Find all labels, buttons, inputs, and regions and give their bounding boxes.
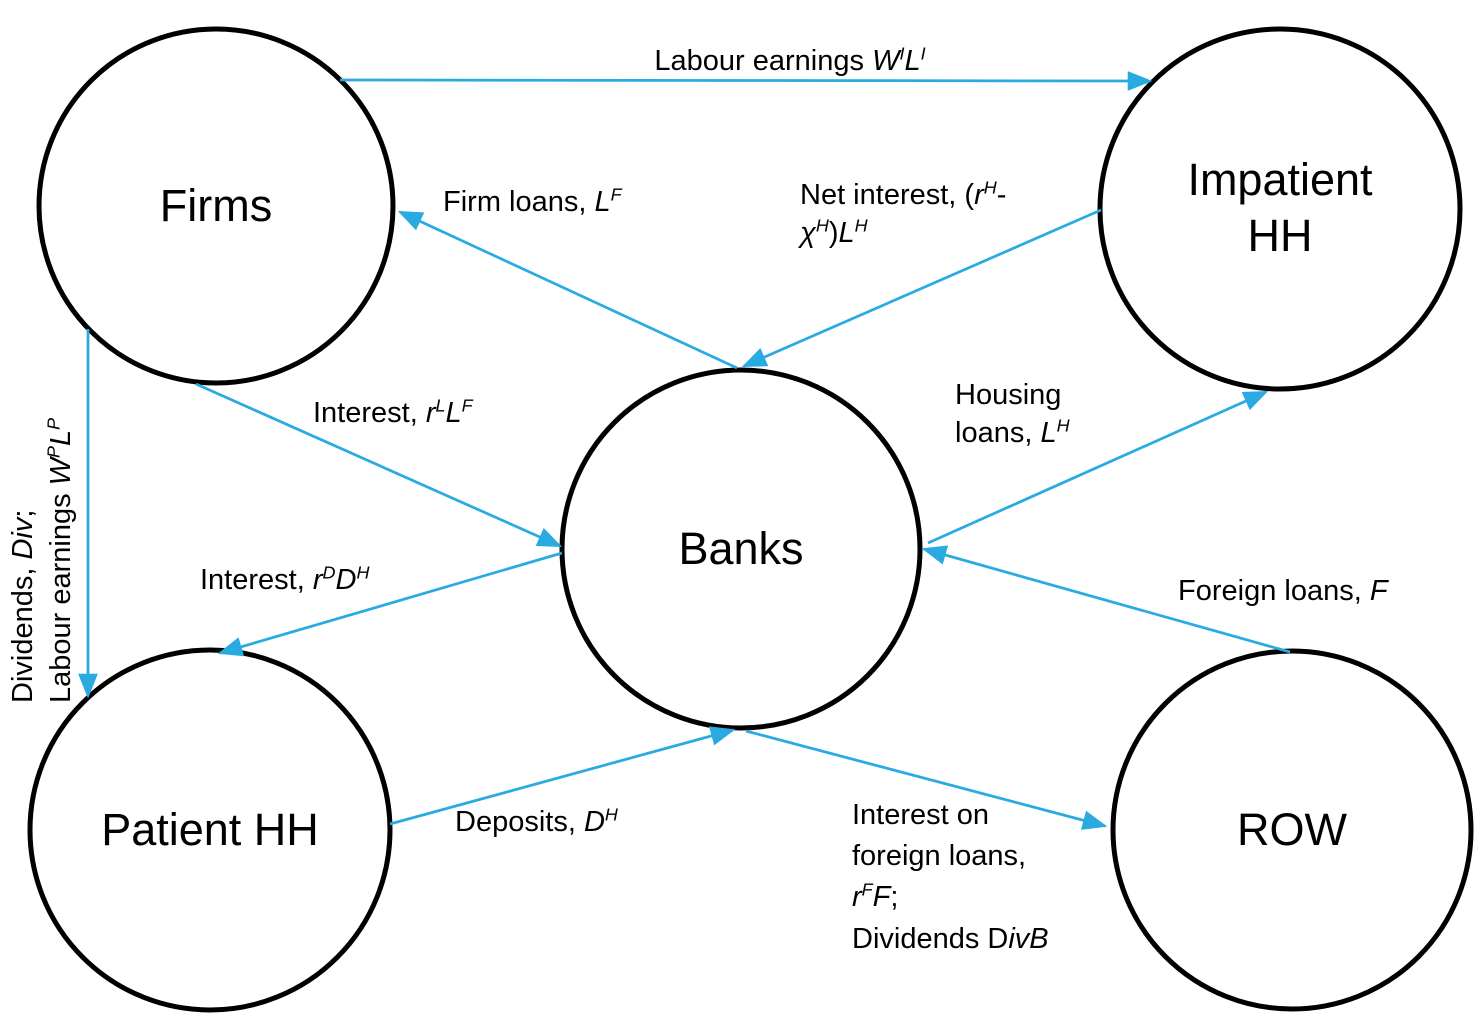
edge-interest-deposits bbox=[217, 551, 563, 657]
patient-hh-circle bbox=[27, 647, 393, 1013]
interest-deposits-label: Interest, rDDH bbox=[200, 562, 370, 596]
banks-node-label: Banks bbox=[678, 523, 804, 574]
patient-hh-node-label: Patient HH bbox=[101, 804, 319, 855]
edge-deposits bbox=[389, 726, 736, 826]
impatient-hh-node-label: Impatient HH bbox=[1187, 154, 1373, 262]
firms-circle bbox=[36, 26, 396, 386]
edge-interest-firm bbox=[195, 382, 563, 548]
edge-labour-earnings bbox=[339, 71, 1153, 91]
edge-net-interest bbox=[741, 208, 1102, 368]
foreign-loans-label: Foreign loans, F bbox=[1178, 575, 1388, 607]
banks-circle bbox=[559, 367, 923, 731]
edge-foreign-loans bbox=[921, 545, 1291, 654]
firms-node-label: Firms bbox=[159, 180, 273, 231]
labour-earnings-label: Labour earnings WILI bbox=[654, 43, 926, 77]
interest-firm-label: Interest, rLLF bbox=[313, 395, 473, 429]
row-node-label: ROW bbox=[1237, 804, 1347, 855]
edge-interest-foreign bbox=[745, 729, 1108, 830]
edge-housing-loans bbox=[927, 390, 1269, 545]
row-circle bbox=[1110, 648, 1474, 1012]
edge-firm-loans bbox=[397, 210, 738, 370]
net-interest-label: Net interest, (rH-χH)LH bbox=[800, 177, 1007, 250]
deposits-label: Deposits, DH bbox=[455, 804, 618, 838]
firm-loans-label: Firm loans, LF bbox=[443, 184, 622, 218]
dividends-labour-label: Dividends, Div;Labour earnings WPLP bbox=[7, 417, 77, 703]
